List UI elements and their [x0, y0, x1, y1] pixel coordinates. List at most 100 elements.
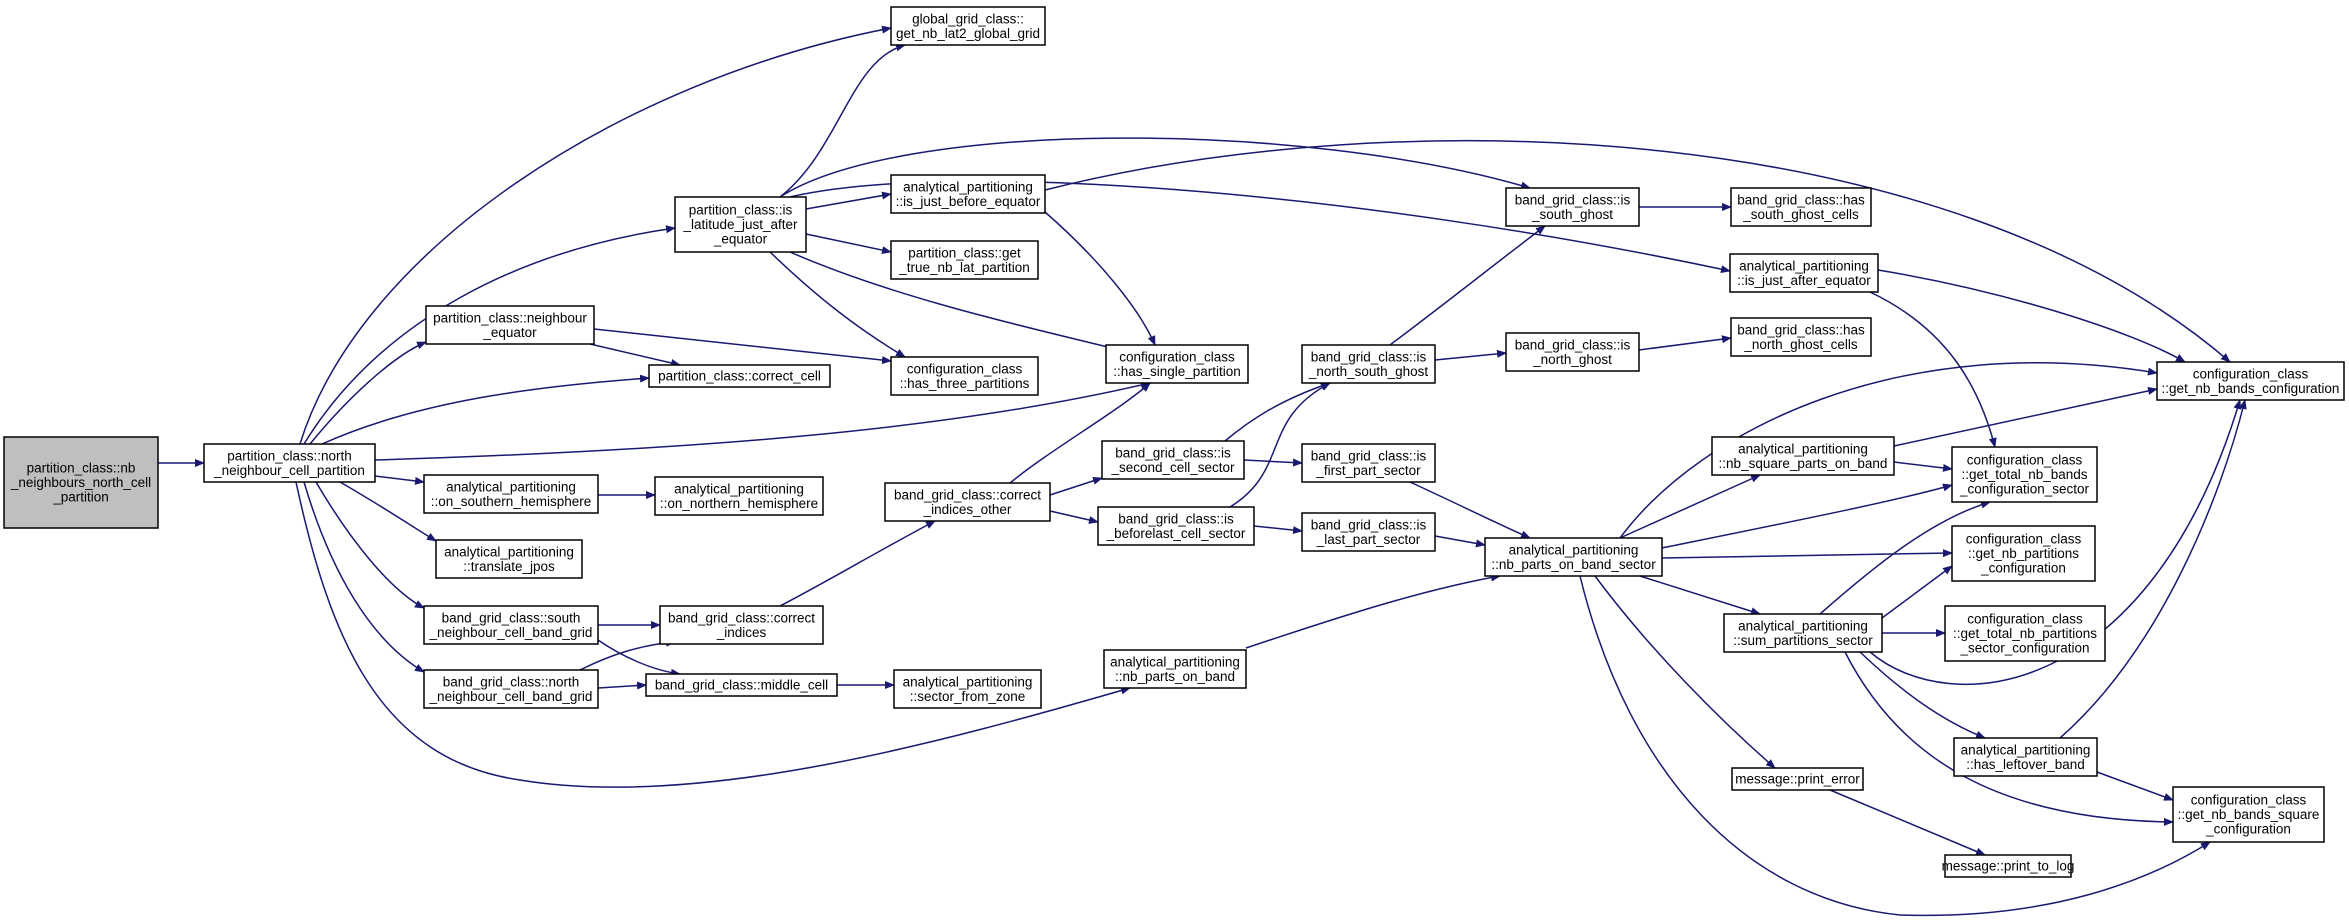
node-gtnlp[interactable]: partition_class::get_true_nb_lat_partiti…	[890, 240, 1039, 280]
node-ifps[interactable]: band_grid_class::is_first_part_sector	[1301, 443, 1436, 483]
node-sps[interactable]: analytical_partitioning::sum_partitions_…	[1723, 613, 1883, 653]
node-label-line: band_grid_class::south	[442, 610, 581, 625]
edge-iljae-to-ijbe	[805, 191, 892, 210]
node-label-line: _true_nb_lat_partition	[898, 260, 1030, 275]
node-ijbe[interactable]: analytical_partitioning::is_just_before_…	[890, 174, 1046, 214]
edge-ne-to-htp	[593, 328, 892, 365]
node-label-line: _last_part_sector	[1316, 532, 1421, 547]
node-root[interactable]: partition_class::nb_neighbours_north_cel…	[3, 436, 159, 529]
node-htp[interactable]: configuration_class::has_three_partition…	[890, 356, 1039, 396]
edge-nncp-to-sncbg	[315, 481, 425, 609]
node-gnpc[interactable]: configuration_class::get_nb_partitions_c…	[1951, 525, 2096, 582]
edge-sps-to-gnbc	[1869, 399, 2242, 685]
node-label-line: ::nb_parts_on_band_sector	[1491, 557, 1656, 572]
edge-nsqpob-to-gtnbcs	[1893, 461, 1953, 472]
node-iscs[interactable]: band_grid_class::is_second_cell_sector	[1101, 440, 1245, 480]
node-sncbg[interactable]: band_grid_class::south_neighbour_cell_ba…	[423, 605, 599, 645]
node-box	[1731, 767, 1864, 791]
node-ibcs[interactable]: band_grid_class::is_beforelast_cell_sect…	[1097, 506, 1255, 546]
node-label-line: configuration_class	[1119, 349, 1235, 364]
node-label-line: analytical_partitioning	[1738, 441, 1868, 456]
node-gnbc[interactable]: configuration_class::get_nb_bands_config…	[2156, 361, 2345, 401]
edge-nncp-to-nncbg	[303, 481, 425, 673]
node-isg[interactable]: band_grid_class::is_south_ghost	[1505, 187, 1640, 227]
node-ilps[interactable]: band_grid_class::is_last_part_sector	[1301, 512, 1436, 552]
edge-ing-to-hngc	[1638, 335, 1732, 351]
node-box	[659, 605, 824, 645]
node-label-line: band_grid_class::correct	[668, 610, 815, 625]
node-label-line: configuration_class	[2191, 793, 2307, 808]
node-pe[interactable]: message::print_error	[1731, 767, 1864, 791]
node-label-line: band_grid_class::is	[1311, 517, 1427, 532]
node-sfz[interactable]: analytical_partitioning::sector_from_zon…	[893, 669, 1042, 709]
node-label-line: ::sector_from_zone	[910, 689, 1026, 704]
node-iljae[interactable]: partition_class::is_latitude_just_after_…	[674, 196, 807, 253]
node-tj[interactable]: analytical_partitioning::translate_jpos	[435, 539, 583, 579]
node-box	[1301, 344, 1436, 384]
node-ing[interactable]: band_grid_class::is_north_ghost	[1505, 332, 1640, 372]
node-hsp[interactable]: configuration_class::has_single_partitio…	[1105, 344, 1249, 384]
node-box	[1951, 446, 2098, 503]
node-hlb[interactable]: analytical_partitioning::has_leftover_ba…	[1953, 737, 2098, 777]
node-label-line: _second_cell_sector	[1110, 460, 1235, 475]
node-label-line: band_grid_class::is	[1515, 192, 1631, 207]
edge-ci-to-cio	[779, 520, 936, 607]
node-label-line: analytical_partitioning	[1110, 654, 1240, 669]
node-cc[interactable]: partition_class::correct_cell	[648, 364, 831, 388]
node-cio[interactable]: band_grid_class::correct_indices_other	[884, 482, 1051, 522]
edge-ifps-to-npobs	[1409, 481, 1531, 539]
edge-npobs-to-gtnbcs	[1661, 483, 1953, 549]
node-label-line: partition_class::north	[227, 448, 352, 463]
node-ne[interactable]: partition_class::neighbour_equator	[425, 305, 595, 345]
call-nodes: partition_class::nb_neighbours_north_cel…	[3, 6, 2345, 878]
node-insg[interactable]: band_grid_class::is_north_south_ghost	[1301, 344, 1436, 384]
node-box	[1105, 344, 1249, 384]
node-box	[1505, 187, 1640, 227]
node-label-line: band_grid_class::middle_cell	[655, 678, 828, 693]
node-ptl[interactable]: message::print_to_log	[1942, 854, 2075, 878]
node-gtnbcs[interactable]: configuration_class::get_total_nb_bands_…	[1951, 446, 2098, 503]
node-label-line: band_grid_class::is	[1115, 445, 1231, 460]
node-hsgc[interactable]: band_grid_class::has_south_ghost_cells	[1730, 187, 1872, 227]
edge-npobs-to-gnpc	[1661, 549, 1953, 559]
node-label-line: partition_class::get	[908, 245, 1021, 260]
node-box	[1097, 506, 1255, 546]
edge-ijae-to-gnbc	[1877, 269, 2186, 363]
node-label-line: _south_ghost_cells	[1742, 207, 1859, 222]
node-npobs[interactable]: analytical_partitioning::nb_parts_on_ban…	[1484, 537, 1663, 577]
edge-cio-to-iscs	[1049, 476, 1103, 496]
node-label-line: partition_class::neighbour	[433, 310, 587, 325]
edge-nncp-to-ggc	[299, 25, 892, 445]
node-label-line: _north_ghost_cells	[1743, 337, 1858, 352]
node-box	[2172, 786, 2325, 843]
node-box	[1944, 854, 2072, 878]
node-hngc[interactable]: band_grid_class::has_north_ghost_cells	[1730, 317, 1872, 357]
node-box	[654, 476, 824, 516]
node-onh[interactable]: analytical_partitioning::on_northern_hem…	[654, 476, 824, 516]
node-gtnpsc[interactable]: configuration_class::get_total_nb_partit…	[1944, 605, 2106, 662]
node-npob[interactable]: analytical_partitioning::nb_parts_on_ban…	[1103, 649, 1247, 689]
node-nncbg[interactable]: band_grid_class::north_neighbour_cell_ba…	[423, 669, 599, 709]
node-label-line: analytical_partitioning	[903, 674, 1033, 689]
node-ggc[interactable]: global_grid_class::get_nb_lat2_global_gr…	[890, 6, 1046, 46]
node-ijae[interactable]: analytical_partitioning::is_just_after_e…	[1729, 253, 1879, 293]
node-box	[645, 673, 838, 697]
node-nsqpob[interactable]: analytical_partitioning::nb_square_parts…	[1711, 436, 1895, 476]
node-label-line: _latitude_just_after	[682, 217, 798, 232]
node-label-line: band_grid_class::has	[1737, 322, 1865, 337]
node-box	[435, 539, 583, 579]
node-osh[interactable]: analytical_partitioning::on_southern_hem…	[423, 474, 599, 514]
node-label-line: partition_class::correct_cell	[658, 369, 821, 384]
edge-sps-to-hlb	[1859, 651, 1986, 739]
node-nncp[interactable]: partition_class::north_neighbour_cell_pa…	[203, 443, 376, 483]
node-label-line: ::on_southern_hemisphere	[431, 494, 592, 509]
node-box	[1301, 512, 1436, 552]
node-mc[interactable]: band_grid_class::middle_cell	[645, 673, 838, 697]
node-label-line: get_nb_lat2_global_grid	[896, 26, 1040, 41]
node-box	[890, 356, 1039, 396]
node-ci[interactable]: band_grid_class::correct_indices	[659, 605, 824, 645]
edge-iscs-to-insg	[1224, 382, 1331, 442]
node-box	[423, 474, 599, 514]
node-label-line: band_grid_class::is	[1311, 448, 1427, 463]
node-gnbsc[interactable]: configuration_class::get_nb_bands_square…	[2172, 786, 2325, 843]
